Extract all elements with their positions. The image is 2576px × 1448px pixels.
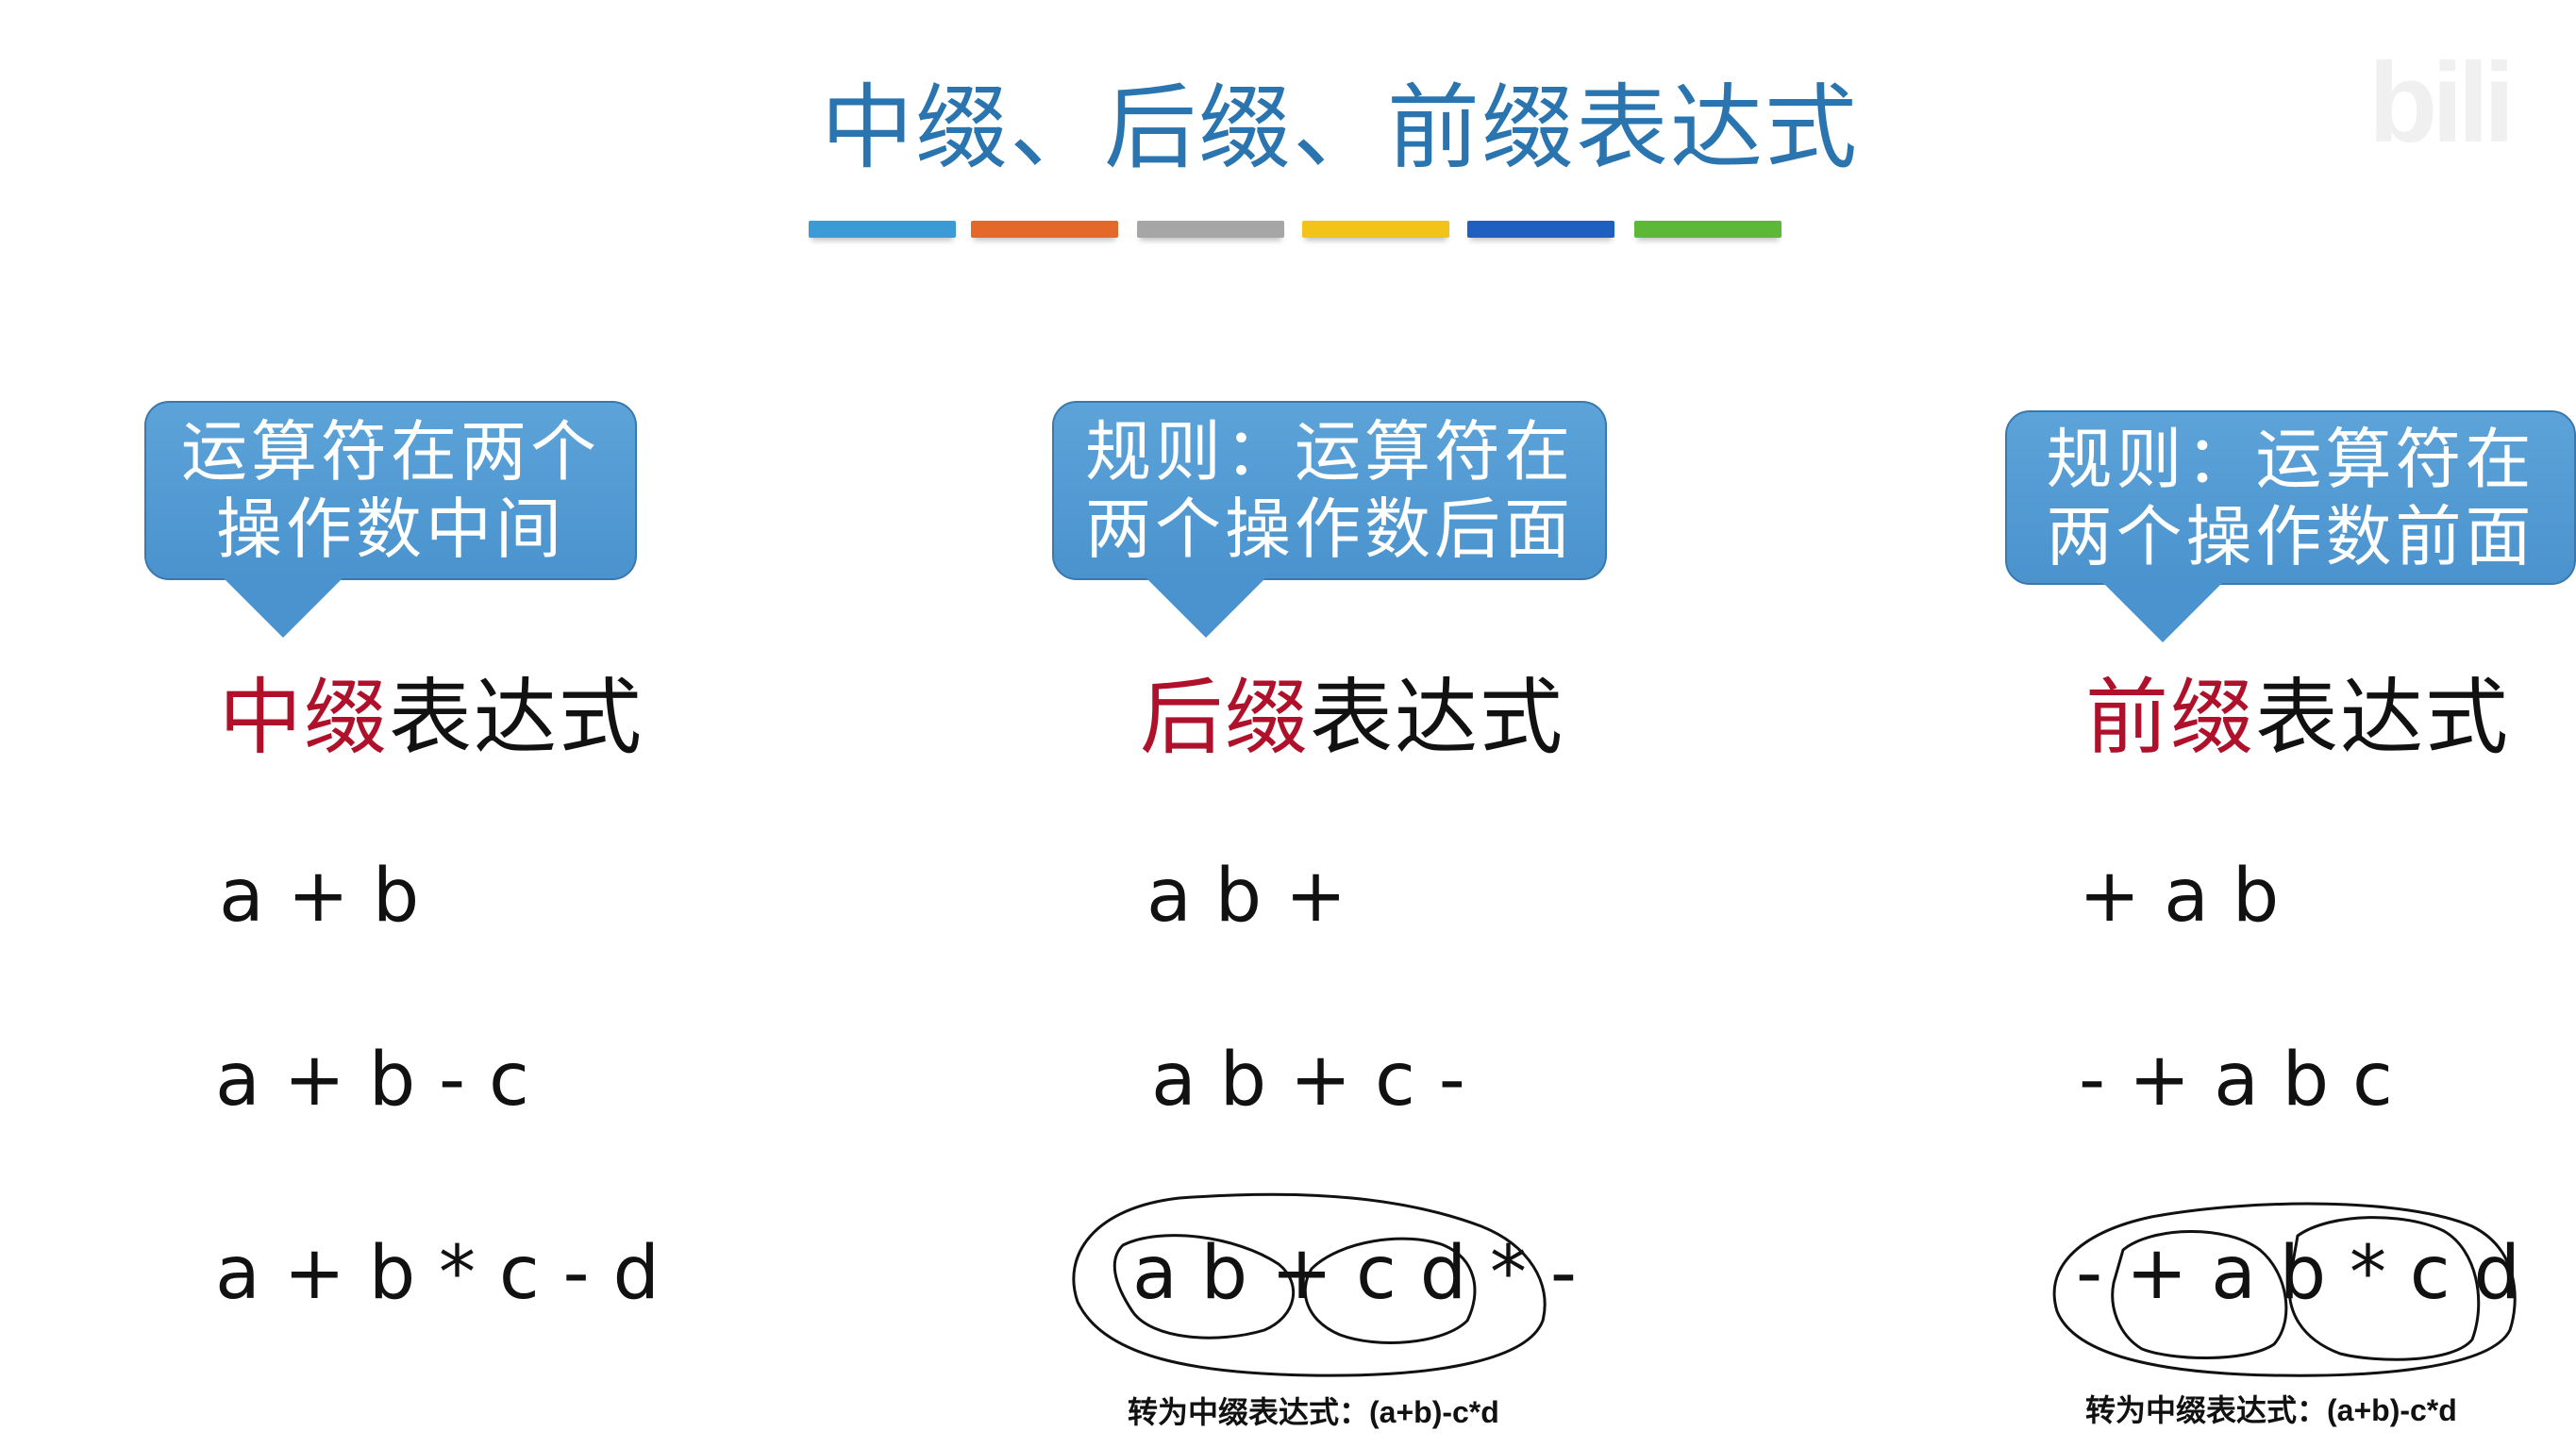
infix-expr-3: a + b * c - d — [215, 1231, 660, 1316]
bubble-line-1: 规则：运算符在 — [2046, 422, 2535, 496]
postfix-handdrawn-circles — [1072, 1192, 1547, 1377]
bubble-line-2: 两个操作数后面 — [1085, 492, 1574, 566]
infix-heading: 中缀表达式 — [219, 651, 644, 771]
heading-highlight: 中缀 — [219, 669, 390, 766]
bar-gray — [1137, 221, 1284, 238]
postfix-expr-1: a b + — [1146, 854, 1347, 939]
bar-orange — [971, 221, 1118, 238]
prefix-expr-2: - + a b c — [2079, 1038, 2393, 1123]
prefix-rule-bubble: 规则：运算符在 两个操作数前面 — [2005, 410, 2576, 585]
heading-rest: 表达式 — [2255, 669, 2511, 766]
heading-highlight: 后缀 — [1140, 669, 1311, 766]
bubble-line-1: 规则：运算符在 — [1085, 415, 1574, 489]
slide-title: 中缀、后缀、前缀表达式 — [821, 75, 1860, 179]
prefix-handdrawn-circles — [2052, 1202, 2517, 1377]
bar-blue — [809, 221, 956, 238]
infix-rule-bubble: 运算符在两个 操作数中间 — [144, 401, 637, 580]
prefix-caption: 转为中缀表达式：(a+b)-c*d — [2085, 1393, 2457, 1427]
bubble-line-2: 操作数中间 — [216, 492, 565, 566]
bubble-tail — [2102, 582, 2223, 642]
bar-darkblue — [1467, 221, 1614, 238]
heading-highlight: 前缀 — [2085, 669, 2256, 766]
heading-rest: 表达式 — [1310, 669, 1565, 766]
bar-yellow — [1302, 221, 1449, 238]
bubble-line-1: 运算符在两个 — [181, 415, 600, 489]
bubble-tail — [223, 577, 343, 638]
postfix-caption: 转为中缀表达式：(a+b)-c*d — [1128, 1395, 1499, 1429]
prefix-heading: 前缀表达式 — [2085, 651, 2510, 771]
postfix-rule-bubble: 规则：运算符在 两个操作数后面 — [1052, 401, 1607, 580]
bubble-tail — [1146, 577, 1266, 638]
postfix-expr-2: a b + c - — [1151, 1038, 1465, 1123]
prefix-expr-1: + a b — [2079, 854, 2280, 939]
infix-expr-2: a + b - c — [215, 1038, 529, 1123]
postfix-expr-3: a b + c d * - — [1132, 1231, 1577, 1316]
watermark-logo: bili — [2368, 40, 2515, 166]
heading-rest: 表达式 — [389, 669, 644, 766]
postfix-heading: 后缀表达式 — [1140, 651, 1564, 771]
bubble-line-2: 两个操作数前面 — [2046, 499, 2535, 574]
bar-green — [1634, 221, 1781, 238]
infix-expr-1: a + b — [219, 854, 420, 939]
